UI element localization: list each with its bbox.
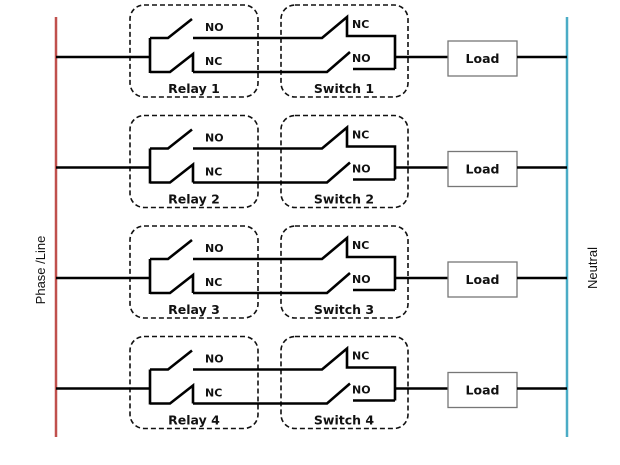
relay-no-contact	[150, 17, 193, 40]
relay-box	[129, 335, 259, 430]
traveler-top-wire	[193, 235, 397, 290]
traveler-top-wire	[193, 124, 397, 180]
switch-no-label: NO	[352, 52, 371, 65]
relay-nc-contact	[150, 161, 195, 184]
traveler-top-wire	[193, 14, 397, 69]
rails: Phase /Line Neutral	[33, 17, 600, 437]
switch-no-label: NO	[352, 163, 371, 176]
switch-box	[280, 225, 409, 319]
relay-no-label: NO	[205, 242, 224, 255]
relay-box	[129, 4, 259, 98]
circuit-3: NO NC Relay 3 NC NO Switch 3 Load	[56, 225, 567, 319]
switch-label: Switch 1	[314, 81, 374, 96]
load-box	[447, 371, 518, 409]
load-box	[447, 261, 518, 298]
switch-no-label: NO	[352, 273, 371, 286]
load-label: Load	[466, 272, 500, 287]
relay-nc-contact	[150, 51, 195, 74]
relay-nc-label: NC	[205, 276, 222, 289]
relay-no-contact	[150, 238, 193, 261]
switch-box	[280, 114, 409, 209]
switch-nc-label: NC	[352, 129, 369, 142]
traveler-bottom-wire	[193, 382, 351, 405]
load-box	[447, 150, 518, 188]
traveler-bottom-wire	[193, 161, 351, 184]
load-label: Load	[466, 162, 500, 177]
relay-box	[129, 114, 259, 209]
relay-no-label: NO	[205, 21, 224, 34]
phase-line-label: Phase /Line	[33, 236, 48, 305]
relay-no-contact	[150, 349, 193, 371]
relay-no-label: NO	[205, 353, 224, 366]
switch-box	[280, 4, 409, 98]
switch-nc-label: NC	[352, 18, 369, 31]
relay-nc-contact	[150, 272, 195, 295]
load-label: Load	[466, 383, 500, 398]
switch-box	[280, 335, 409, 430]
traveler-bottom-wire	[193, 51, 351, 74]
load-label: Load	[466, 51, 500, 66]
relay-no-contact	[150, 128, 193, 150]
circuit-4: NO NC Relay 4 NC NO Switch 4 Load	[56, 335, 567, 430]
switch-label: Switch 2	[314, 192, 374, 207]
relay-label: Relay 1	[168, 81, 220, 96]
traveler-bottom-wire	[193, 272, 351, 295]
traveler-top-wire	[193, 345, 397, 401]
relay-no-label: NO	[205, 132, 224, 145]
switch-label: Switch 3	[314, 302, 374, 317]
switch-label: Switch 4	[314, 413, 374, 428]
load-box	[447, 40, 518, 77]
relay-nc-label: NC	[205, 166, 222, 179]
circuit-2: NO NC Relay 2 NC NO Switch 2 Load	[56, 114, 567, 209]
switch-nc-label: NC	[352, 350, 369, 363]
switch-nc-label: NC	[352, 239, 369, 252]
switch-no-label: NO	[352, 384, 371, 397]
neutral-label: Neutral	[585, 247, 600, 289]
relay-box	[129, 225, 259, 319]
relay-nc-label: NC	[205, 387, 222, 400]
relay-label: Relay 2	[168, 192, 220, 207]
relay-nc-contact	[150, 382, 195, 405]
relay-label: Relay 4	[168, 413, 220, 428]
relay-nc-label: NC	[205, 55, 222, 68]
relay-label: Relay 3	[168, 302, 220, 317]
circuit-1: NO NC Relay 1 NC NO Switch 1 Load	[56, 4, 567, 98]
